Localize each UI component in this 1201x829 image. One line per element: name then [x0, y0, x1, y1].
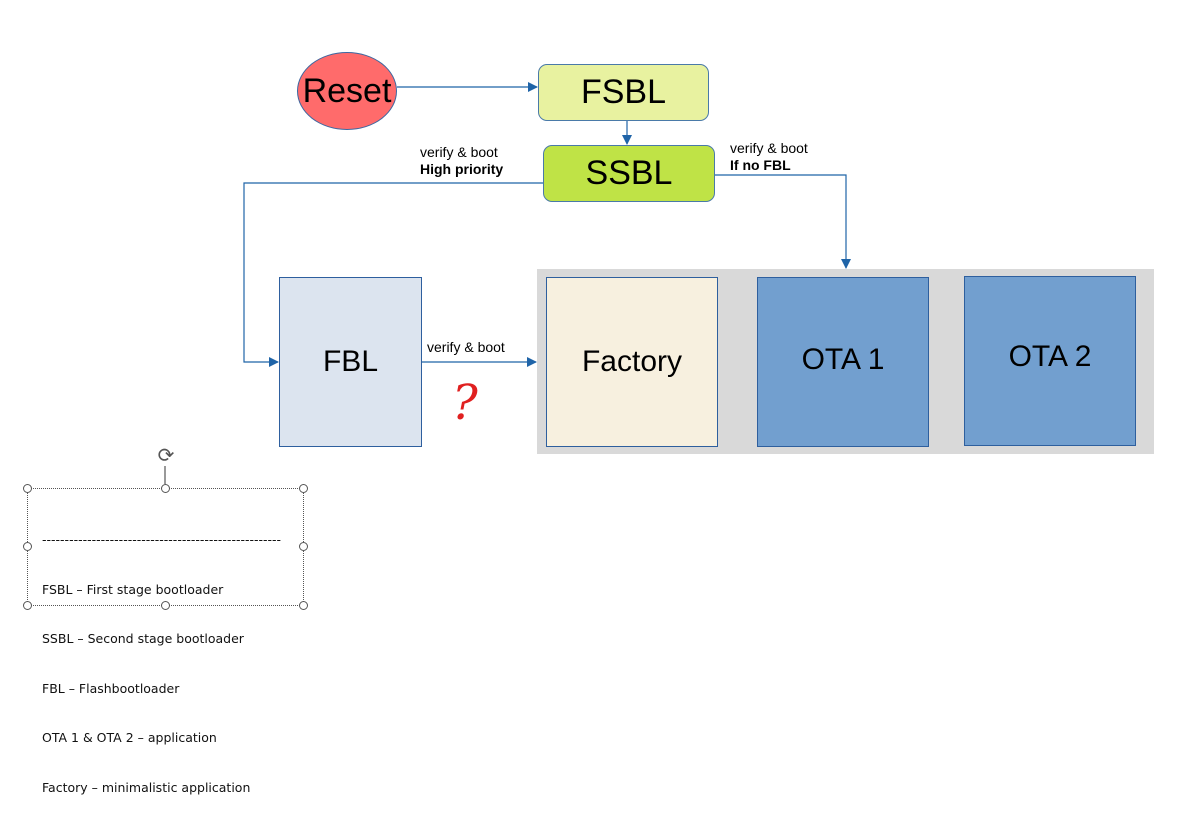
connector-layer [243, 82, 851, 367]
legend-text: ----------------------------------------… [42, 499, 281, 829]
edge-label-line1: verify & boot [427, 339, 505, 355]
fbl-node-label: FBL [322, 345, 379, 378]
resize-handle-bottom-right[interactable] [299, 601, 308, 610]
factory-node-label: Factory [581, 345, 683, 378]
ota2-node[interactable]: OTA 2 [964, 276, 1136, 446]
ota2-node-label: OTA 2 [1008, 340, 1092, 373]
ssbl-node-label: SSBL [585, 154, 673, 192]
legend-item: OTA 1 & OTA 2 – application [42, 730, 217, 745]
resize-handle-top-left[interactable] [23, 484, 32, 493]
edge-label-fbl-to-factory: verify & boot [427, 339, 505, 356]
ota1-node-label: OTA 1 [801, 343, 885, 376]
legend-item: SSBL – Second stage bootloader [42, 631, 244, 646]
factory-node[interactable]: Factory [546, 277, 718, 447]
arrow-ssbl-to-fbl [243, 182, 543, 367]
legend-item: FBL – Flashbootloader [42, 680, 180, 696]
fsbl-node[interactable]: FSBL [538, 64, 709, 121]
legend-item: FSBL – First stage bootloader [42, 581, 224, 597]
question-mark-annotation: ? [452, 375, 478, 431]
legend-textbox[interactable]: ----------------------------------------… [23, 484, 308, 795]
ota1-node[interactable]: OTA 1 [757, 277, 929, 447]
legend-item: Factory – minimalistic application [42, 779, 251, 795]
resize-handle-bottom-left[interactable] [23, 601, 32, 610]
edge-label-ssbl-to-ota1: verify & boot If no FBL [730, 140, 808, 174]
edge-label-ssbl-to-fbl: verify & boot High priority [420, 144, 503, 178]
ssbl-node[interactable]: SSBL [543, 145, 715, 202]
legend-separator: ----------------------------------------… [42, 532, 282, 547]
edge-label-line2: If no FBL [730, 157, 791, 173]
resize-handle-bottom[interactable] [161, 601, 170, 610]
reset-node-label: Reset [302, 71, 392, 110]
edge-label-line2: High priority [420, 161, 504, 177]
edge-label-line1: verify & boot [420, 144, 498, 160]
fsbl-node-label: FSBL [580, 73, 667, 111]
resize-handle-right[interactable] [299, 542, 308, 551]
reset-node[interactable]: Reset [297, 52, 397, 130]
resize-handle-left[interactable] [23, 542, 32, 551]
rotate-handle-icon[interactable]: ⟳ [157, 445, 175, 467]
resize-handle-top[interactable] [161, 484, 170, 493]
fbl-node[interactable]: FBL [279, 277, 422, 447]
edge-label-line1: verify & boot [730, 140, 808, 156]
resize-handle-top-right[interactable] [299, 484, 308, 493]
arrow-ssbl-to-ota1 [715, 174, 851, 269]
